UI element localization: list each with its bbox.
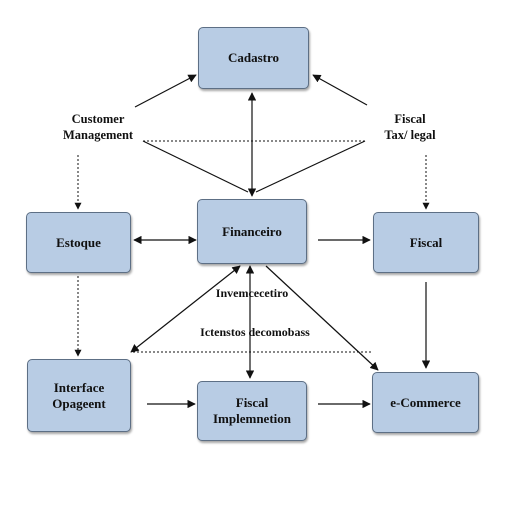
node-financeiro[interactable]: Financeiro <box>197 199 307 264</box>
node-ecommerce[interactable]: e-Commerce <box>372 372 479 433</box>
edge-financeiro-ecommerce <box>265 265 379 371</box>
label-fiscal-tax-legal: Fiscal Tax/ legal <box>384 112 436 142</box>
node-fiscal[interactable]: Fiscal <box>373 212 479 273</box>
edge-financeiro-interface <box>130 265 241 353</box>
node-estoque[interactable]: Estoque <box>26 212 131 273</box>
edge-fiscaltax-to-cadastro <box>312 74 368 106</box>
edge-customer-to-cadastro <box>134 74 197 108</box>
node-fiscal-implementation[interactable]: Fiscal Implemnetion <box>197 381 307 441</box>
node-interface[interactable]: Interface Opageent <box>27 359 131 432</box>
edge-right-diagonal <box>255 140 366 193</box>
edge-left-diagonal <box>142 140 249 193</box>
label-invemcecetiro: Invemcecetiro <box>215 286 289 300</box>
label-ictenstos: Ictenstos decomobass <box>200 325 310 339</box>
node-cadastro[interactable]: Cadastro <box>198 27 309 89</box>
label-customer-management: Customer Management <box>62 112 134 142</box>
